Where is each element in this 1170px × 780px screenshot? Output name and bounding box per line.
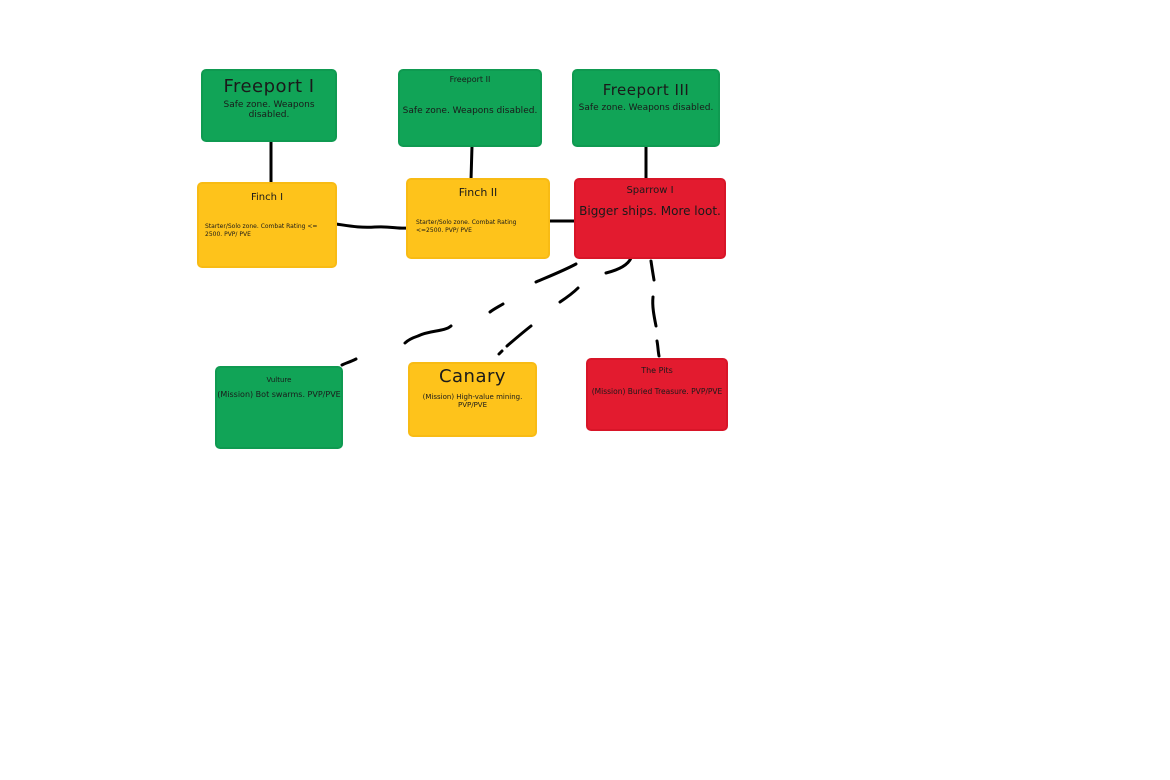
zone-description: Bigger ships. More loot. xyxy=(579,204,721,218)
zone-description: Starter/Solo zone. Combat Rating <=2500.… xyxy=(416,219,517,234)
zone-finch-2[interactable]: Finch II Starter/Solo zone. Combat Ratin… xyxy=(408,180,548,257)
zone-title: Canary xyxy=(438,366,507,387)
zone-sparrow-1[interactable]: Sparrow I Bigger ships. More loot. xyxy=(576,180,724,257)
zone-title: Freeport III xyxy=(602,81,690,99)
zone-description: (Mission) Buried Treasure. PVP/PVE xyxy=(591,387,723,396)
zone-freeport-3[interactable]: Freeport III Safe zone. Weapons disabled… xyxy=(574,71,718,145)
zone-description: Safe zone. Weapons disabled. xyxy=(402,106,538,116)
zone-title: The Pits xyxy=(641,366,673,375)
zone-canary[interactable]: Canary (Mission) High-value mining. PVP/… xyxy=(410,364,535,435)
zone-description: (Mission) High-value mining. PVP/PVE xyxy=(422,393,523,409)
edge-sparrow-1-the-pits xyxy=(649,259,661,358)
zone-finch-1[interactable]: Finch I Starter/Solo zone. Combat Rating… xyxy=(199,184,335,266)
zone-description: Starter/Solo zone. Combat Rating <= 2500… xyxy=(205,223,318,238)
edge-freeport-2-finch-2 xyxy=(469,144,474,182)
zone-the-pits[interactable]: The Pits (Mission) Buried Treasure. PVP/… xyxy=(588,360,726,429)
edge-finch-1-finch-2 xyxy=(334,222,410,230)
zone-description: (Mission) Bot swarms. PVP/PVE xyxy=(217,390,341,399)
zone-description: Safe zone. Weapons disabled. xyxy=(578,103,714,113)
zone-freeport-1[interactable]: Freeport I Safe zone. Weapons disabled. xyxy=(203,71,335,140)
zone-title: Vulture xyxy=(266,376,292,384)
zone-description: Safe zone. Weapons disabled. xyxy=(223,100,315,120)
edge-sparrow-1-vulture xyxy=(340,262,578,367)
zone-vulture[interactable]: Vulture (Mission) Bot swarms. PVP/PVE xyxy=(217,368,341,447)
edge-sparrow-1-canary xyxy=(497,256,633,356)
zone-title: Freeport I xyxy=(223,76,315,97)
zone-freeport-2[interactable]: Freeport II Safe zone. Weapons disabled. xyxy=(400,71,540,145)
zone-title: Sparrow I xyxy=(626,185,674,196)
zone-title: Finch II xyxy=(458,186,498,199)
zone-title: Freeport II xyxy=(449,75,491,84)
zone-title: Finch I xyxy=(250,192,284,203)
